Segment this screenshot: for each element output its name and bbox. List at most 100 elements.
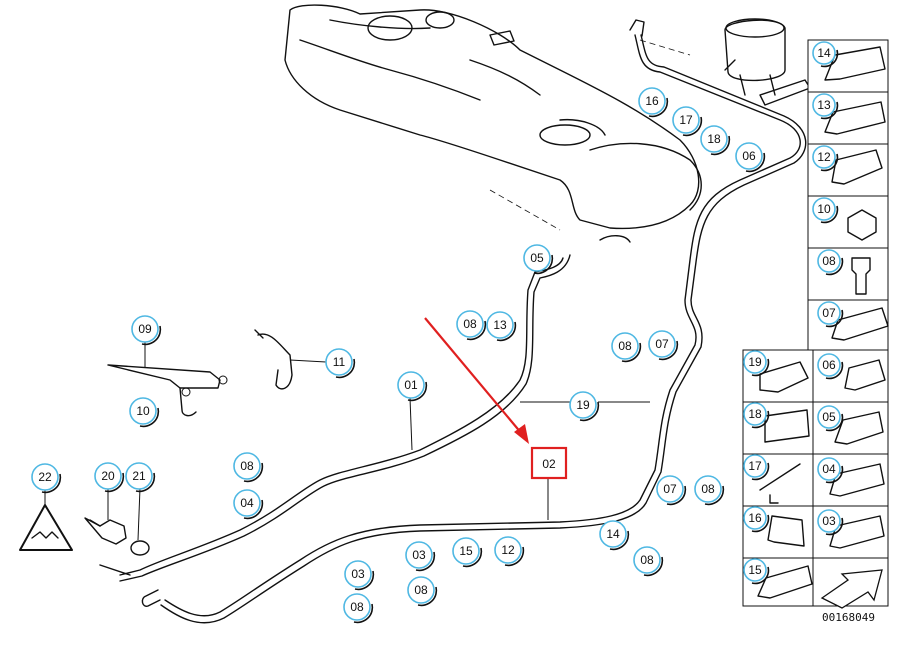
callout-r10: 10 [812,197,839,224]
callout-c08e: 08 [633,546,664,577]
callout-shadow [496,321,517,342]
callout-label: 16 [645,94,659,108]
callout-c11: 11 [325,348,356,379]
highlight-label: 02 [542,457,556,471]
callout-circle [735,142,763,170]
callout-circle [233,452,261,480]
callout-circle [31,463,59,491]
callout-label: 22 [38,470,52,484]
callout-label: 09 [138,322,152,336]
callout-shadow [820,101,839,120]
callout-shadow [466,320,487,341]
callout-c19a: 19 [569,391,600,422]
callout-circle [405,541,433,569]
callout-r15: 15 [743,558,770,585]
callout-c15: 15 [452,537,483,568]
callout-c07b: 07 [656,475,687,506]
callout-circle [694,475,722,503]
callout-r07: 07 [817,301,844,328]
fuel-tank [284,4,702,243]
callout-shadow [41,473,62,494]
callout-c10: 10 [129,397,160,428]
callout-circle [456,310,484,338]
callout-circle [743,558,767,582]
callout-label: 05 [530,251,544,265]
callout-label: 06 [742,149,756,163]
callout-label: 10 [136,404,150,418]
callout-shadow [533,254,554,275]
heat-shield-bracket [107,364,228,417]
callout-c16: 16 [638,87,669,118]
highlight-annotation: 02 [424,317,568,480]
callout-r13: 13 [812,93,839,120]
callout-label: 15 [459,544,473,558]
callout-circle [233,489,261,517]
callout-shadow [751,358,770,377]
callout-circle [743,506,767,530]
callout-shadow [751,566,770,585]
highlight-arrow [424,317,523,435]
callout-circle [812,145,836,169]
callout-label: 11 [333,355,346,369]
callout-label: 07 [822,306,836,320]
callout-shadow [354,570,375,591]
callout-shadow [820,49,839,68]
callout-c08d: 08 [694,475,725,506]
callout-c14: 14 [599,520,630,551]
callout-shadow [141,325,162,346]
drawing-reference: 00168049 [822,611,875,624]
callout-circle [599,520,627,548]
callout-c18: 18 [700,125,731,156]
callout-circle [648,330,676,358]
callout-r08: 08 [817,249,844,276]
callout-circle [812,41,836,65]
callout-label: 05 [822,410,836,424]
callout-shadow [621,342,642,363]
callout-label: 03 [351,567,365,581]
callout-label: 07 [655,337,669,351]
callout-shadow [745,152,766,173]
callout-shadow [139,407,160,428]
callout-label: 14 [817,46,831,60]
callout-shadow [658,340,679,361]
callout-shadow [751,514,770,533]
callout-shadow [751,462,770,481]
callout-shadow [407,381,428,402]
callout-label: 17 [679,113,693,127]
callout-circle [633,546,661,574]
callout-circle [494,536,522,564]
callout-c17: 17 [672,106,703,137]
callout-label: 08 [640,553,654,567]
callout-c08f: 08 [407,576,438,607]
callout-c22: 22 [31,463,62,494]
callout-label: 16 [748,511,762,525]
callout-shadow [825,361,844,380]
callout-circle [812,93,836,117]
reference-number: 00168049 [822,611,875,624]
callout-circle [817,405,841,429]
callout-r12: 12 [812,145,839,172]
callout-shadow [335,358,356,379]
callout-c12: 12 [494,536,525,567]
callout-shadow [666,485,687,506]
callout-label: 15 [748,563,762,577]
callout-shadow [462,547,483,568]
callout-circle [743,350,767,374]
callout-circle [407,576,435,604]
callout-label: 06 [822,358,836,372]
callout-label: 08 [240,459,254,473]
fuel-filter [724,18,811,106]
callout-shadow [751,410,770,429]
callout-circle [817,301,841,325]
callout-shadow [415,551,436,572]
callout-shadow [820,153,839,172]
callout-r04: 04 [817,457,844,484]
callout-circle [743,454,767,478]
callout-circle [672,106,700,134]
callout-circle [611,332,639,360]
warning-triangle [19,504,73,551]
direction-arrow-icon [820,569,883,609]
callout-c08a: 08 [456,310,487,341]
callout-c03b: 03 [344,560,375,591]
